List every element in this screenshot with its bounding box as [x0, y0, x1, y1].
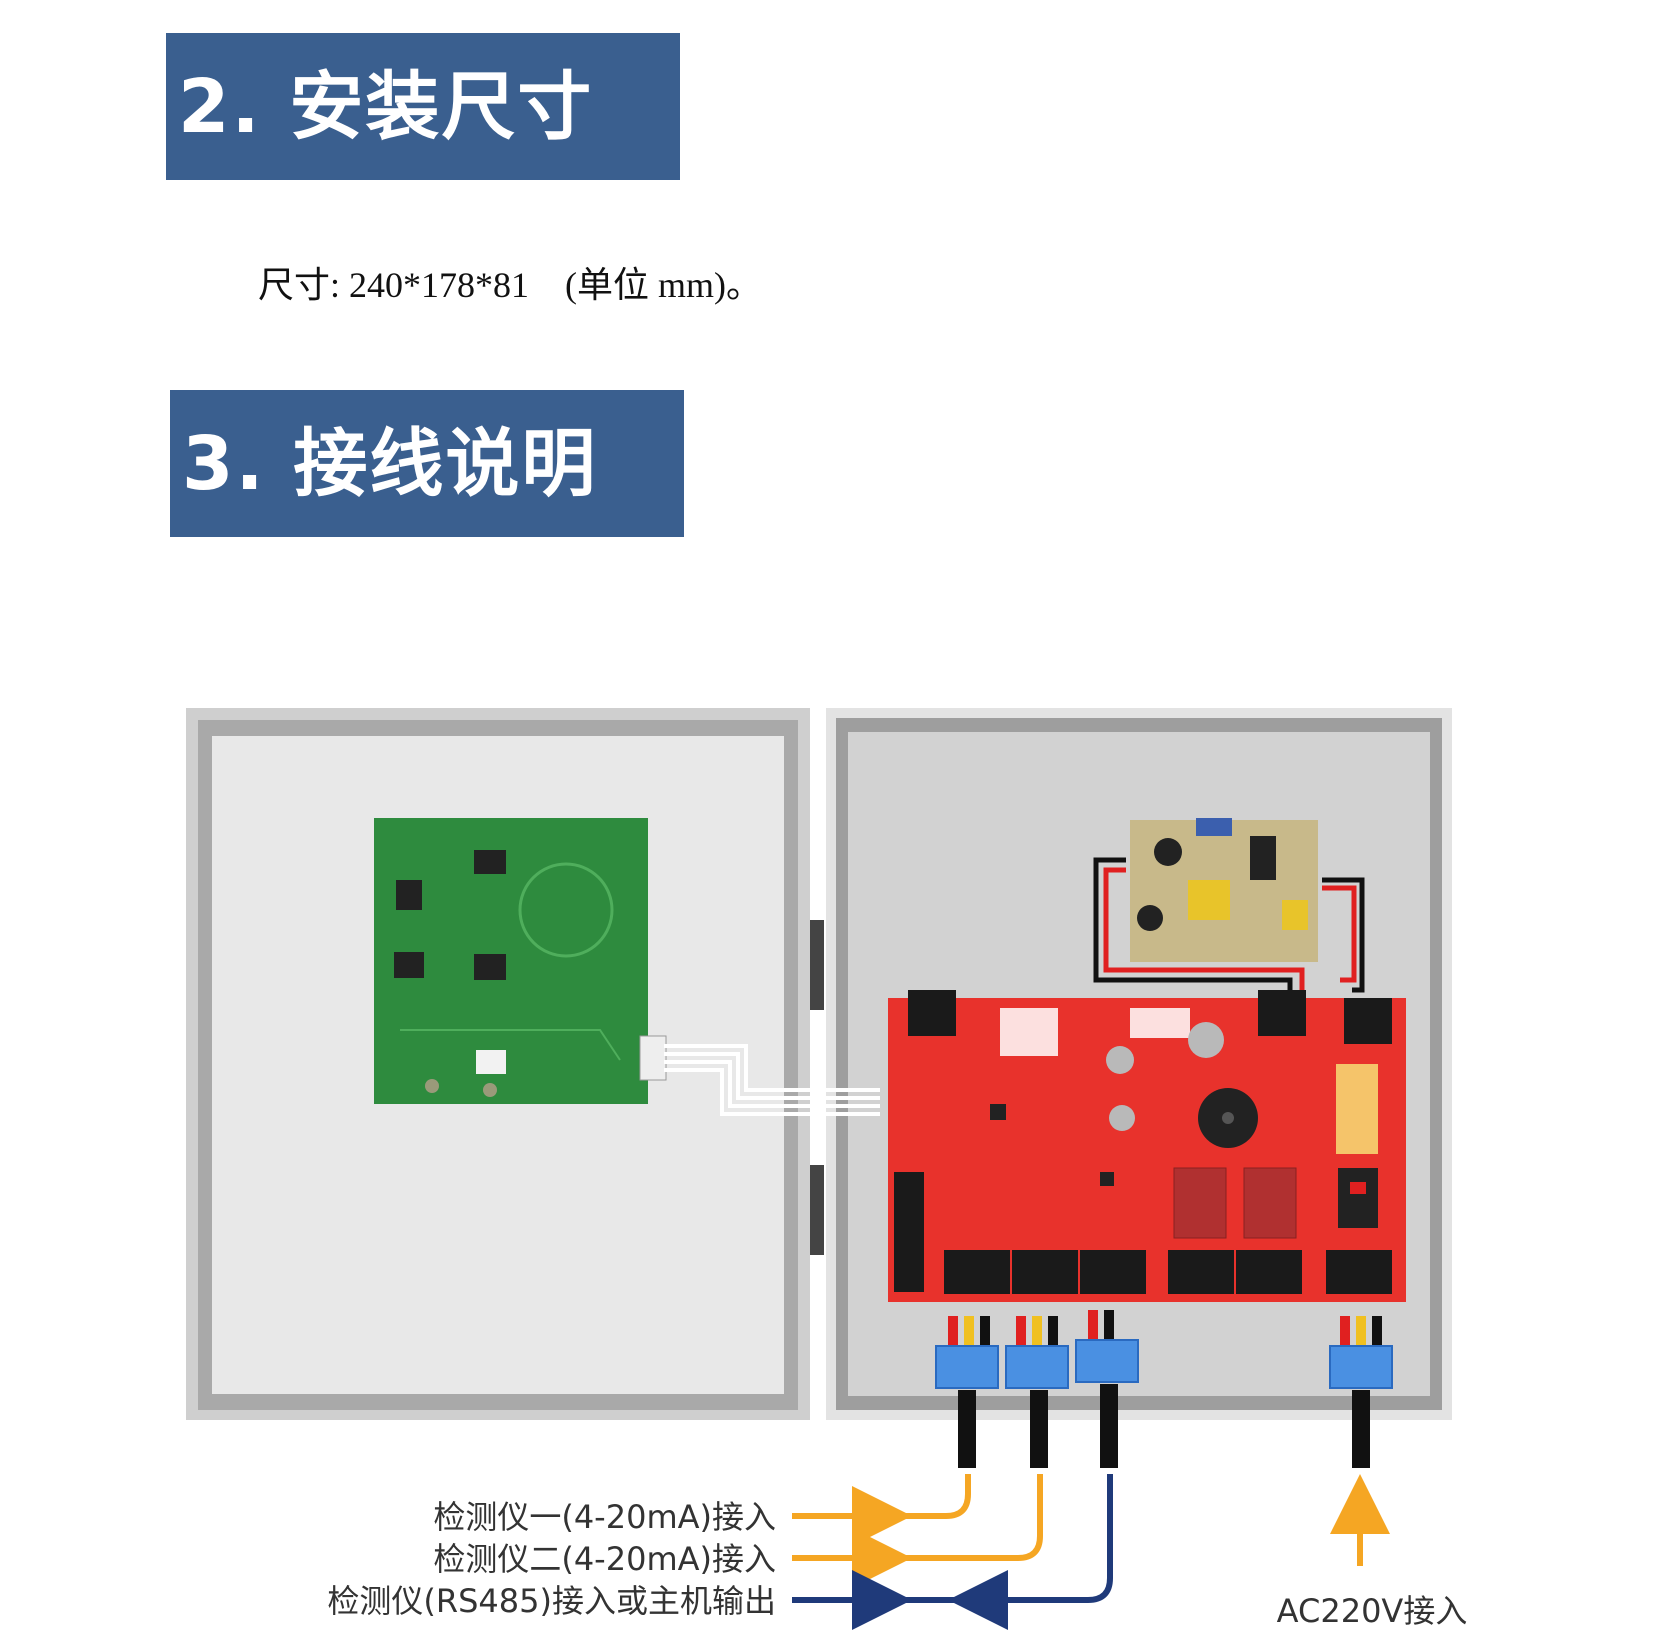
hinge-bottom	[810, 1165, 824, 1255]
ribbon-cable	[664, 1044, 880, 1116]
terminal-blocks	[894, 990, 1392, 1294]
power-supply-module	[1130, 818, 1318, 962]
blue-connectors	[935, 1339, 1393, 1389]
label-detector2: 检测仪二(4-20mA)接入	[433, 1540, 776, 1578]
psu-wires	[1093, 857, 1365, 1000]
label-detector1: 检测仪一(4-20mA)接入	[433, 1498, 776, 1536]
section-3-header: 3. 接线说明	[170, 390, 684, 537]
section-3-title: 3. 接线说明	[182, 420, 598, 507]
section-2-header: 2. 安装尺寸	[166, 33, 680, 180]
display-board	[374, 818, 667, 1104]
label-rs485: 检测仪(RS485)接入或主机输出	[327, 1582, 776, 1620]
hinge-top	[810, 920, 824, 1010]
arrows	[792, 1474, 1390, 1630]
dimension-text: 尺寸: 240*178*81 (单位 mm)。	[258, 265, 762, 305]
detector2-line	[792, 1474, 1043, 1561]
section-2-title: 2. 安装尺寸	[178, 63, 594, 150]
label-ac-power: AC220V接入	[1277, 1592, 1468, 1630]
wire-stubs	[948, 1310, 1382, 1346]
cables	[958, 1384, 1370, 1468]
detector1-line	[792, 1474, 971, 1519]
rs485-line	[792, 1474, 1113, 1603]
